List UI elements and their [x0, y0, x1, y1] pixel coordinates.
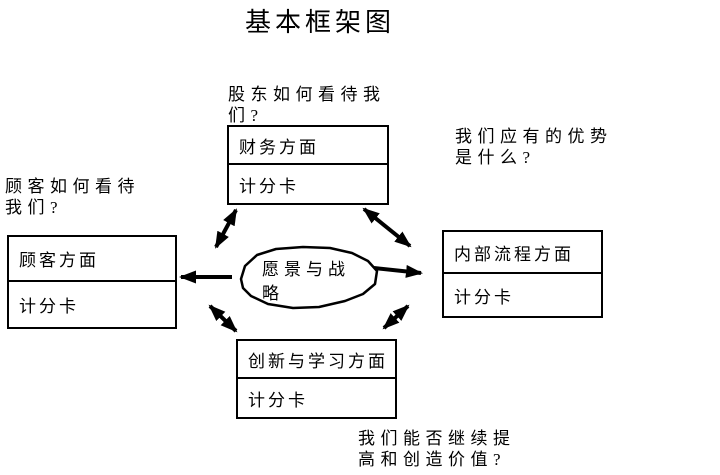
question-value: 我们能否继续提高和创造价值? [358, 429, 516, 469]
question-customer: 顾客如何看待我们? [5, 177, 140, 217]
question-shareholders: 股东如何看待我们? [228, 85, 386, 125]
question-advantage: 我们应有的优势是什么? [455, 127, 613, 167]
internal-process-box-title: 内部流程方面 [444, 232, 601, 274]
innovation-learning-box: 创新与学习方面 计分卡 [236, 339, 397, 419]
customer-box-scorecard: 计分卡 [19, 297, 79, 316]
customer-box-title: 顾客方面 [9, 237, 175, 282]
arrow-vision-to-internal-icon [373, 264, 423, 278]
innovation-learning-box-scorecard: 计分卡 [248, 390, 308, 410]
internal-process-box: 内部流程方面 计分卡 [442, 230, 603, 318]
internal-process-box-scorecard: 计分卡 [454, 287, 514, 307]
arrow-innovation-internal-icon [382, 304, 410, 330]
finance-box-scorecard: 计分卡 [239, 176, 299, 196]
arrow-vision-innovation-icon [208, 304, 238, 333]
arrow-finance-vision-icon [214, 208, 238, 249]
finance-box: 财务方面 计分卡 [227, 125, 389, 205]
page-title: 基本框架图 [244, 8, 395, 37]
vision-ellipse-shape [239, 245, 379, 310]
finance-box-title: 财务方面 [229, 127, 387, 165]
innovation-learning-box-title: 创新与学习方面 [238, 341, 395, 379]
customer-box: 顾客方面 计分卡 [7, 235, 177, 329]
arrow-finance-internal-icon [362, 207, 412, 248]
vision-label: 愿景与战略 [262, 260, 350, 303]
